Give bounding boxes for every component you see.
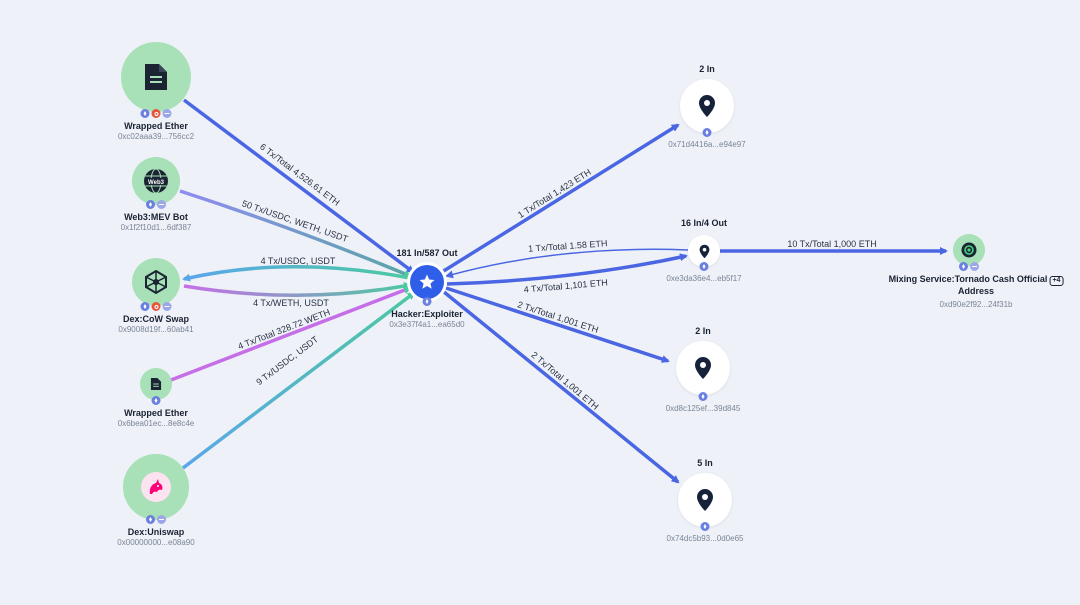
edge-label: 2 Tx/Total 1,001 ETH <box>529 350 600 412</box>
node-counts: 16 In/4 Out <box>680 218 728 228</box>
document-icon <box>150 378 162 390</box>
chain-icon <box>970 262 979 271</box>
token-icon <box>151 302 161 311</box>
more-labels-badge[interactable]: +4 <box>1049 276 1064 286</box>
node-tornado-cash[interactable] <box>953 234 985 266</box>
node-wrapped-ether-2[interactable] <box>140 368 172 400</box>
location-pin-icon <box>699 244 709 258</box>
tornado-cash-icon <box>961 242 977 258</box>
chain-icon <box>157 200 166 209</box>
node-hacker-exploiter[interactable] <box>410 265 444 299</box>
ethereum-icon <box>699 262 709 271</box>
ethereum-icon <box>702 128 712 137</box>
node-name: Hacker:Exploiter <box>391 309 463 319</box>
ethereum-icon <box>146 515 155 524</box>
uniswap-unicorn-icon <box>141 472 171 502</box>
ethereum-icon <box>959 262 968 271</box>
node-target-4[interactable] <box>678 473 732 527</box>
location-pin-icon <box>695 357 711 379</box>
edge-hub-to-target-3[interactable] <box>445 286 670 363</box>
node-dex-cow-swap[interactable] <box>132 258 180 306</box>
node-name-line2: Address <box>957 286 995 296</box>
node-badges <box>146 200 166 209</box>
edge-label: 10 Tx/Total 1,000 ETH <box>787 239 876 249</box>
edge-label: 1 Tx/Total 1,423 ETH <box>516 167 593 220</box>
node-counts: 5 In <box>697 458 713 468</box>
node-badges <box>146 515 166 524</box>
edge-label: 6 Tx/Total 4,526.61 ETH <box>258 142 341 208</box>
edge-mev-bot-to-hub[interactable] <box>179 189 412 278</box>
ethereum-icon <box>698 392 708 401</box>
location-pin-icon <box>697 489 713 511</box>
node-target-3[interactable] <box>676 341 730 395</box>
node-badges <box>700 522 710 531</box>
node-address: 0xc02aaa39...756cc2 <box>117 132 195 141</box>
edge-target-2-to-hub[interactable] <box>445 248 689 279</box>
chain-icon <box>162 302 172 311</box>
node-name: Dex:Uniswap <box>127 527 185 537</box>
node-badges <box>140 302 172 311</box>
node-address: 0x6bea01ec...8e8c4e <box>117 419 195 428</box>
node-address: 0x71d4416a...e94e97 <box>668 140 746 149</box>
edge-label: 4 Tx/Total 328.72 WETH <box>236 307 331 351</box>
node-counts: 2 In <box>699 64 715 74</box>
edge-label: 4 Tx/WETH, USDT <box>253 298 329 308</box>
node-badges <box>698 392 708 401</box>
node-address: 0x3e37f4a1...ea65d0 <box>389 320 465 329</box>
ethereum-icon <box>151 396 161 405</box>
node-wrapped-ether[interactable] <box>121 42 191 112</box>
node-address: 0x74dc5b93...0d0e65 <box>666 534 744 543</box>
node-badges <box>699 262 709 271</box>
node-web3-mev-bot[interactable]: Web3 <box>132 157 180 205</box>
ethereum-icon <box>700 522 710 531</box>
web3-globe-icon: Web3 <box>144 168 168 194</box>
star-icon <box>419 274 435 289</box>
node-badges <box>422 297 432 306</box>
node-badges <box>702 128 712 137</box>
edge-uniswap-to-hub[interactable] <box>181 291 416 470</box>
edge-hub-to-target-4[interactable] <box>442 290 680 484</box>
cow-swap-icon <box>145 269 167 295</box>
node-target-1[interactable] <box>680 79 734 133</box>
node-address: 0x9008d19f...60ab41 <box>118 325 194 334</box>
ethereum-icon <box>140 109 150 118</box>
edge-cow-swap-to-hub[interactable] <box>183 282 412 297</box>
edge-wrapped-ether-2-to-hub[interactable] <box>170 286 412 382</box>
edge-hub-to-target-2[interactable] <box>446 253 688 286</box>
hub-counts: 181 In/587 Out <box>396 248 458 258</box>
ethereum-icon <box>422 297 432 306</box>
node-badges <box>151 396 161 405</box>
edge-label: 2 Tx/Total 1,001 ETH <box>516 299 599 335</box>
node-dex-uniswap[interactable] <box>123 454 189 520</box>
token-icon <box>151 109 161 118</box>
ethereum-icon <box>140 302 150 311</box>
node-address: 0x1f2f10d1...6df387 <box>120 223 192 232</box>
node-address: 0x00000000...e08a90 <box>117 538 195 547</box>
node-name: Dex:CoW Swap <box>122 314 189 324</box>
edge-wrapped-ether-to-hub[interactable] <box>182 98 415 274</box>
node-badges <box>140 109 172 118</box>
node-name: Mixing Service:Tornado Cash Official <box>888 274 1048 284</box>
node-badges <box>959 262 979 271</box>
edge-hub-to-cow-swap[interactable] <box>182 265 411 282</box>
chain-icon <box>162 109 172 118</box>
node-name: Wrapped Ether <box>124 408 188 418</box>
node-address: 0xe3da36e4...eb5f17 <box>666 274 742 283</box>
svg-text:Web3: Web3 <box>148 180 165 186</box>
node-name: Wrapped Ether <box>124 121 188 131</box>
ethereum-icon <box>146 200 155 209</box>
node-address: 0xd90e2f92...24f31b <box>939 300 1013 309</box>
node-counts: 2 In <box>695 326 711 336</box>
location-pin-icon <box>699 95 715 117</box>
chain-icon <box>157 515 166 524</box>
edge-hub-to-target-1[interactable] <box>441 123 680 274</box>
node-name: Web3:MEV Bot <box>124 212 188 222</box>
node-address: 0xd8c125ef...39d845 <box>665 404 741 413</box>
edge-label: 4 Tx/USDC, USDT <box>261 256 336 266</box>
document-icon <box>145 64 167 90</box>
